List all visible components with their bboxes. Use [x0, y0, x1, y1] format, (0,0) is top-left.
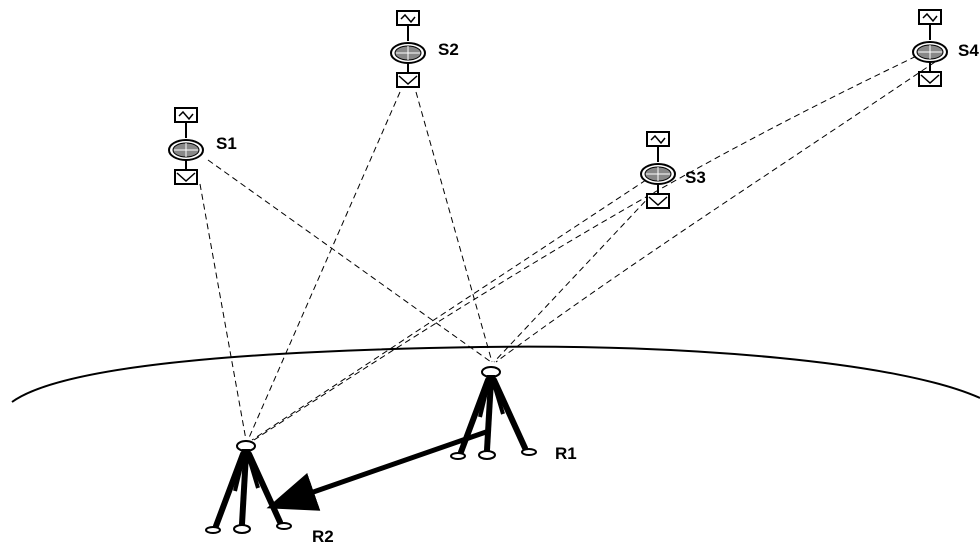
ray-s4-r2: [253, 51, 926, 441]
satellite-s2-label: S2: [438, 40, 459, 59]
earth-horizon: [11, 345, 980, 403]
satellite-s1: S1: [168, 107, 237, 185]
ray-s2-r2: [247, 91, 401, 441]
receiver-r1: R1: [451, 367, 577, 463]
satellite-s3: S3: [640, 131, 706, 209]
signal-rays: [199, 51, 936, 441]
ray-s1-r2: [199, 183, 247, 441]
satellite-s4-label: S4: [958, 41, 979, 60]
satellite-s3-label: S3: [685, 168, 706, 187]
satellite-s2: S2: [390, 10, 459, 88]
ray-s1-r1: [207, 159, 492, 363]
ray-s3-r2: [251, 179, 647, 441]
ray-s2-r1: [415, 91, 493, 363]
ray-s4-r1: [495, 61, 936, 363]
receiver-r2: R2: [206, 441, 334, 543]
ray-s3-r1: [493, 193, 653, 363]
receiver-r1-label: R1: [555, 444, 577, 463]
satellite-s4: S4: [912, 9, 979, 87]
baseline-arrow: [266, 429, 487, 511]
receiver-r2-label: R2: [312, 527, 334, 543]
satellite-s1-label: S1: [216, 134, 237, 153]
